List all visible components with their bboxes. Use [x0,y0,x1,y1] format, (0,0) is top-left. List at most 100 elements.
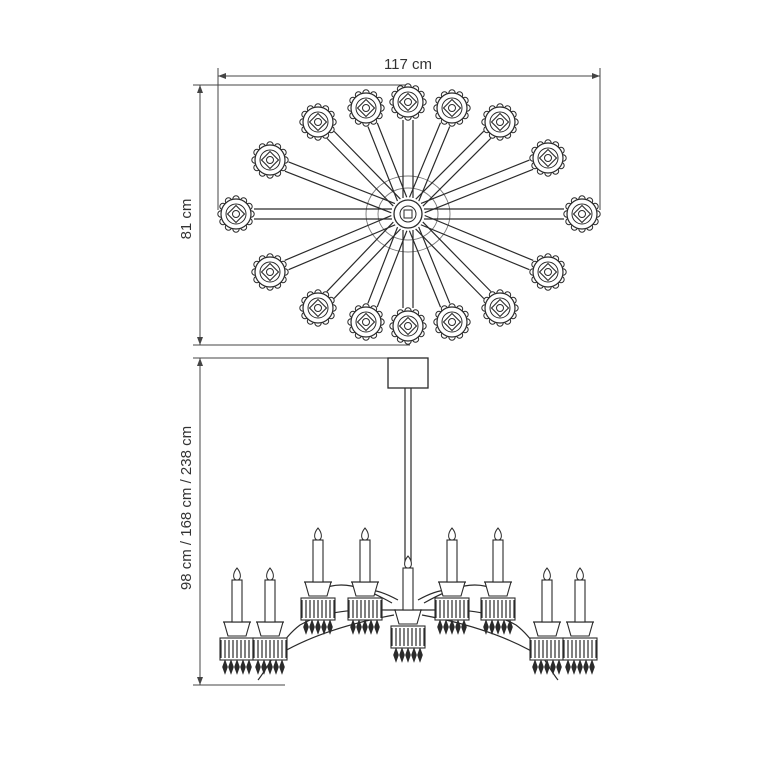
arm-spoke [402,120,414,198]
cup-center [404,322,412,330]
cup-outer [254,256,286,288]
cup-outer [350,92,382,124]
cup-inner [441,97,463,119]
cup-diamond [442,98,462,118]
arrow-left-icon [218,73,226,79]
candle-cup [566,621,594,637]
cup-inner [355,311,377,333]
crystal-drop [279,659,285,675]
arm-spoke [284,215,396,271]
cup-inner [489,111,511,133]
height-label: 98 cm / 168 cm / 238 cm [178,426,195,590]
crystal-drop [489,619,495,635]
cup-center [496,304,504,312]
arm-spoke [420,214,534,271]
candle-cup [438,581,466,597]
crystal-drop [495,619,501,635]
light-cup [389,83,427,121]
depth-label: 81 cm [178,199,195,240]
cup-center [314,118,322,126]
crystal-drop [449,619,455,635]
width-dimension: 117 cm [217,56,601,210]
arm-spoke [415,221,492,300]
cup-diamond [356,98,376,118]
cup-inner [259,149,281,171]
crystal-drop [315,619,321,635]
candle [529,567,565,675]
canopy-ring [365,175,451,253]
cup-inner [307,111,329,133]
candle [252,567,288,675]
candle-body [446,539,458,583]
cup-center [404,98,412,106]
crystal-drop [550,659,556,675]
arm-spoke [408,226,451,308]
hub-inner [399,205,417,223]
cup-diamond [260,150,280,170]
arrow-up-icon [197,85,203,93]
candle-body [359,539,371,583]
light-cup [433,89,471,127]
hub [393,199,423,229]
candle-flame [576,567,584,581]
candle-flame [233,567,241,581]
depth-dimension: 81 cm [178,84,410,346]
cup-center [362,318,370,326]
cup-outer [484,106,516,138]
crystal-drop [255,659,261,675]
crystal-drop [538,659,544,675]
light-cup [251,253,289,291]
cup-diamond [308,112,328,132]
canopy-ring [377,187,439,241]
crystal-drop [417,647,423,663]
cup-center [314,304,322,312]
cup-inner [537,147,559,169]
crystal-drop [461,619,467,635]
crystal-drop [240,659,246,675]
hub-square [403,209,413,219]
crystal-drop [374,619,380,635]
cup-diamond [226,204,246,224]
candle-flame [361,527,369,541]
candle [434,527,470,635]
cup-outer [436,306,468,338]
ceiling-canopy [387,357,429,389]
arm-spoke [367,226,408,308]
crystal-drop [393,647,399,663]
cup-outer [220,198,252,230]
cup-outer [302,292,334,324]
cup-inner [225,203,247,225]
candle-flame [404,555,412,569]
cup-outer [392,86,424,118]
cup-inner [397,91,419,113]
candle-cup [256,621,284,637]
cup-diamond [442,312,462,332]
candle-cup [223,621,251,637]
crystal-drop [507,619,513,635]
candle [347,527,383,635]
candle [480,527,516,635]
arm-spoke [424,208,564,220]
candle-flame [494,527,502,541]
arm-spoke [415,130,492,207]
cup-center [266,268,274,276]
arm-spoke [408,122,451,202]
candle-body [264,579,276,623]
cup-center [266,156,274,164]
crystal-drop [228,659,234,675]
candle-body [402,567,414,611]
cup-center [448,318,456,326]
arrow-up-icon [197,358,203,366]
crystal-drop [362,619,368,635]
cup-outer [350,306,382,338]
candle [219,567,255,675]
arrow-down-icon [197,337,203,345]
crystal-drop [577,659,583,675]
crystal-drop [583,659,589,675]
candle-cup [351,581,379,597]
cup-center [544,268,552,276]
crystal-drop [437,619,443,635]
cup-outer [532,142,564,174]
height-dimension: 98 cm / 168 cm / 238 cm [178,357,404,686]
